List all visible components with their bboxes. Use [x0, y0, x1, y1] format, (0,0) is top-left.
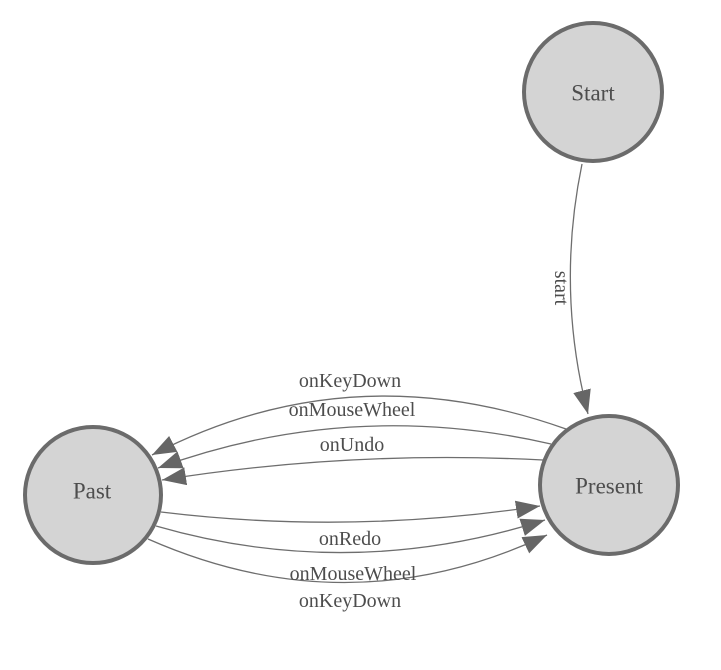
edge-present-to-past-onmousewheel [157, 425, 552, 469]
edge-label-start: start [550, 271, 572, 306]
state-node-past-circle [23, 425, 163, 565]
edge-present-to-past-onundo [161, 456, 544, 486]
state-node-start: Start [522, 21, 664, 163]
state-node-start-label: Start [571, 81, 615, 106]
edge-label-onredo: onRedo [319, 528, 381, 550]
edge-label-onmousewheel-bottom: onMouseWheel [290, 563, 417, 585]
edge-past-to-present-onredo [160, 500, 541, 523]
state-node-start-circle [522, 21, 664, 163]
edge-label-group: start onKeyDown onMouseWheel onUndo onRe… [289, 271, 572, 612]
edge-label-onkeydown-top: onKeyDown [299, 370, 401, 392]
edge-present-to-past-onkeydown [151, 395, 567, 456]
edge-start-to-present [569, 163, 591, 415]
state-node-present-label: Present [575, 474, 643, 499]
node-group: Start Past Present [23, 21, 680, 565]
state-node-past: Past [23, 425, 163, 565]
edge-past-to-present-onmousewheel [155, 518, 546, 554]
state-node-past-label: Past [73, 479, 112, 504]
state-node-present-circle [538, 414, 680, 556]
edge-group [147, 163, 591, 584]
state-node-present: Present [538, 414, 680, 556]
edge-label-onmousewheel-top: onMouseWheel [289, 399, 416, 421]
edge-past-to-present-onkeydown [147, 534, 548, 584]
edge-label-onkeydown-bottom: onKeyDown [299, 590, 401, 612]
edge-label-onundo: onUndo [320, 434, 384, 456]
